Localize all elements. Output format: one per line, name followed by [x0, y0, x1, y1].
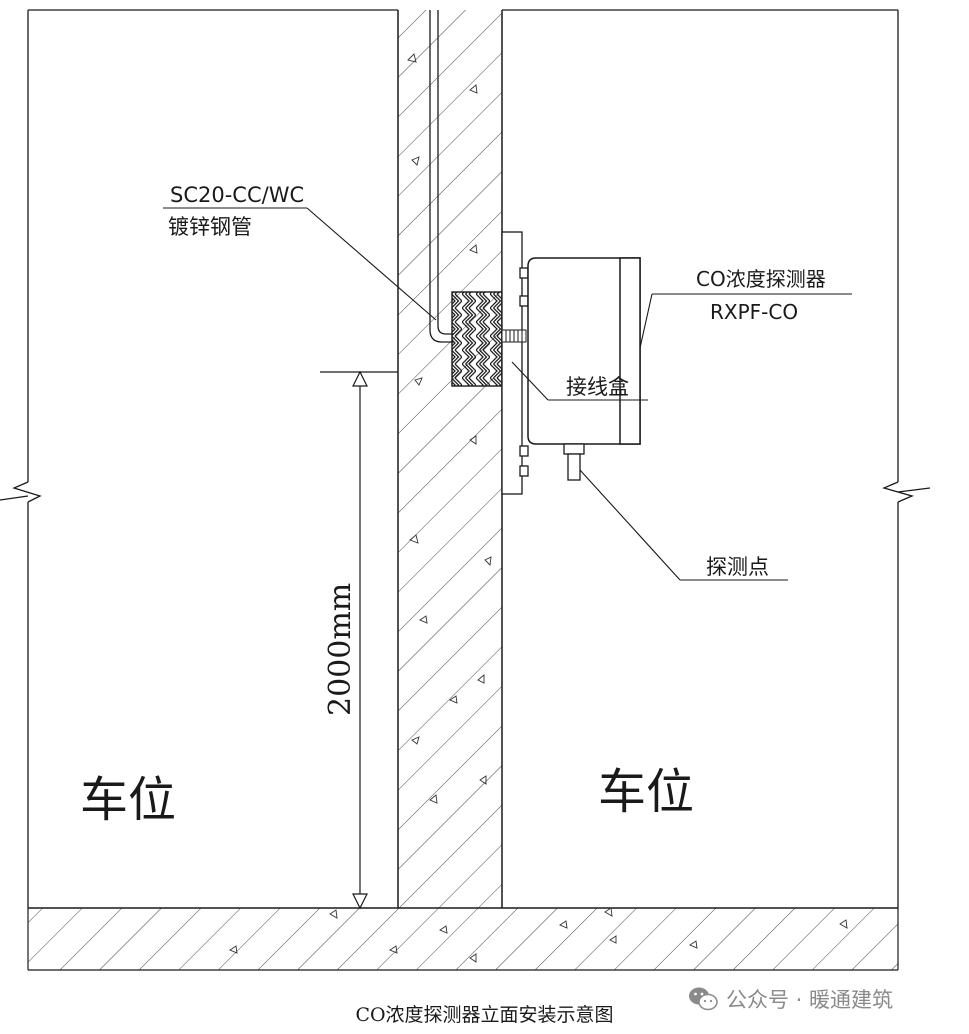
- dimension-line: [320, 370, 398, 910]
- conduit-pipe: [429, 10, 454, 343]
- threaded-connector: [501, 329, 527, 343]
- detector-model-label: RXPF-CO: [710, 300, 798, 324]
- watermark: 公众号 · 暖通建筑: [688, 982, 893, 1016]
- parking-right-label: 车位: [598, 764, 694, 820]
- probe: [563, 443, 585, 481]
- junction-box: [451, 291, 503, 387]
- probe-point-label: 探测点: [706, 555, 769, 579]
- junction-box-label: 接线盒: [566, 375, 629, 399]
- detector-name-label: CO浓度探测器: [696, 267, 826, 291]
- mounting-plate: [501, 231, 529, 495]
- parking-left-label: 车位: [80, 772, 176, 828]
- wechat-icon: [688, 986, 718, 1012]
- pipe-name-label: 镀锌钢管: [168, 215, 252, 239]
- watermark-text: 公众号 · 暖通建筑: [726, 988, 894, 1012]
- dimension-label: 2000mm: [323, 583, 358, 716]
- diagram-caption: CO浓度探测器立面安装示意图: [355, 1004, 614, 1026]
- right-parking-bay: [502, 9, 931, 908]
- pipe-spec-label: SC20-CC/WC: [170, 183, 304, 207]
- co-detector: [527, 257, 641, 445]
- leader-lines: [163, 207, 852, 581]
- concrete-wall: [397, 10, 503, 908]
- floor-slab: [27, 907, 899, 971]
- left-parking-bay: [0, 9, 398, 908]
